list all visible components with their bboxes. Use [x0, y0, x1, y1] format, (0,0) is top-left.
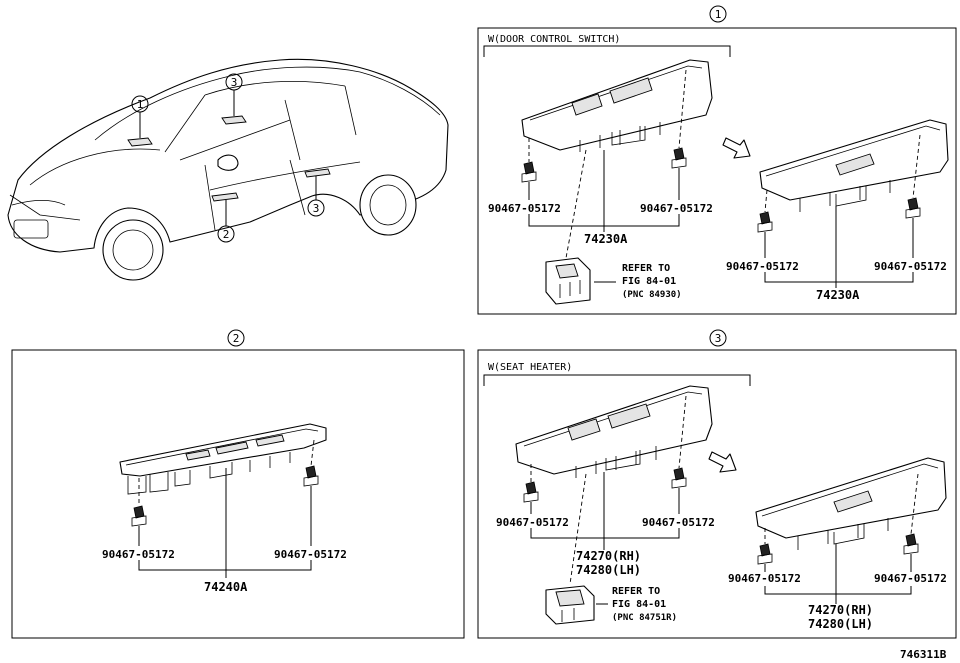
panel-3-arrow-icon — [708, 451, 737, 473]
panel-1: 1 W(DOOR CONTROL SWITCH) 90467-05172 — [477, 5, 957, 315]
panel-3-connector — [545, 585, 595, 625]
callout-2-label: 2 — [223, 228, 230, 241]
panel-3-alt-clip-left-label: 90467-05172 — [728, 572, 801, 585]
callout-1-circle — [131, 95, 149, 113]
panel-1-clip-right — [671, 147, 687, 169]
panel-3-switch-alt — [755, 457, 947, 550]
panel-1-alt-clip-left — [757, 211, 773, 233]
panel-3-alt-clip-left — [757, 543, 773, 565]
panel-1-alt-main-part-label: 74230A — [816, 288, 860, 302]
panel-1-alt-clip-right-label: 90467-05172 — [874, 260, 947, 273]
panel-1-switch-main — [521, 59, 713, 152]
panel-3-number: 3 — [715, 332, 722, 345]
panel-3-clip-right-label: 90467-05172 — [642, 516, 715, 529]
panel-2-clip-left — [131, 505, 147, 527]
panel-3-alt-clip-right — [903, 533, 919, 555]
panel-3-main-part-rh-label: 74270(RH) — [576, 549, 641, 563]
panel-3-refer-line2: FIG 84-01 — [612, 599, 666, 610]
panel-3-clip-left — [523, 481, 539, 503]
panel-3-refer-line3: (PNC 84751R) — [612, 613, 677, 623]
panel-2-number: 2 — [233, 332, 240, 345]
panel-1-alt-clip-right — [905, 197, 921, 219]
car-illustration: 1 3 2 3 — [7, 58, 449, 281]
panel-1-refer-line3: (PNC 84930) — [622, 290, 682, 300]
callout-3b-label: 3 — [313, 202, 320, 215]
figure-number: 746311B — [900, 648, 947, 661]
panel-1-number: 1 — [715, 8, 722, 21]
panel-1-clip-right-label: 90467-05172 — [640, 202, 713, 215]
callout-3-label: 3 — [231, 76, 238, 89]
panel-3-alt-main-part-rh-label: 74270(RH) — [808, 603, 873, 617]
callout-3-circle — [225, 73, 243, 91]
callout-3b-circle — [307, 199, 325, 217]
panel-3-alt-main-part-lh-label: 74280(LH) — [808, 617, 873, 631]
panel-1-connector — [545, 257, 591, 305]
panel-1-header: W(DOOR CONTROL SWITCH) — [488, 34, 620, 45]
panel-1-number-circle — [709, 5, 727, 23]
panel-1-main-part-label: 74230A — [584, 232, 628, 246]
panel-3-clip-right — [671, 467, 687, 489]
panel-3: 3 W(SEAT HEATER) 90467-05172 90467-05172 — [477, 329, 957, 639]
panel-2-frame — [11, 349, 465, 639]
panel-1-clip-left-label: 90467-05172 — [488, 202, 561, 215]
panel-3-alt-clip-right-label: 90467-05172 — [874, 572, 947, 585]
panel-1-refer-line1: REFER TO — [622, 263, 670, 274]
panel-2-clip-right-label: 90467-05172 — [274, 548, 347, 561]
panel-3-refer-line1: REFER TO — [612, 586, 660, 597]
panel-2-switch — [119, 423, 327, 495]
panel-3-clip-left-label: 90467-05172 — [496, 516, 569, 529]
panel-3-main-part-lh-label: 74280(LH) — [576, 563, 641, 577]
panel-2-main-part-label: 74240A — [204, 580, 248, 594]
panel-1-refer-line2: FIG 84-01 — [622, 276, 676, 287]
panel-2-clip-right — [303, 465, 319, 487]
panel-1-switch-alt — [759, 119, 949, 212]
panel-3-frame — [477, 349, 957, 639]
panel-3-number-circle — [709, 329, 727, 347]
panel-2: 2 90467-05172 90467-05172 — [11, 329, 465, 639]
panel-3-switch-main — [515, 385, 713, 478]
panel-2-number-circle — [227, 329, 245, 347]
callout-2-circle — [217, 225, 235, 243]
panel-2-clip-left-label: 90467-05172 — [102, 548, 175, 561]
panel-3-header: W(SEAT HEATER) — [488, 362, 572, 373]
callout-1-label: 1 — [137, 98, 144, 111]
panel-1-alt-clip-left-label: 90467-05172 — [726, 260, 799, 273]
panel-1-frame — [477, 27, 957, 315]
panel-1-arrow-icon — [722, 137, 751, 159]
panel-1-clip-left — [521, 161, 537, 183]
